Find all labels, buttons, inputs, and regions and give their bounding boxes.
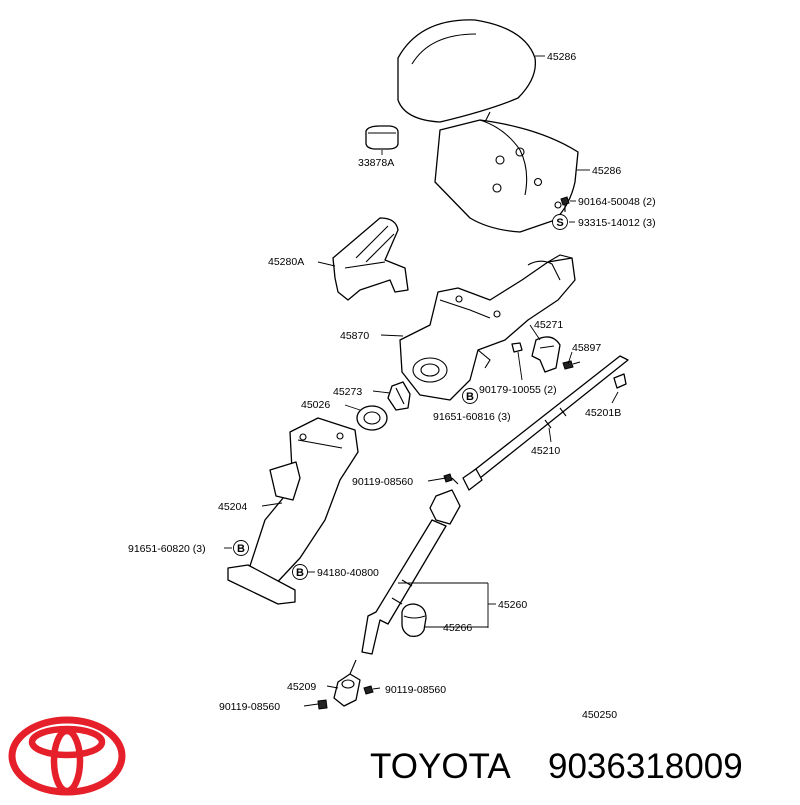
- label-pad: 33878A: [358, 157, 394, 169]
- marker-b-nut: B: [462, 388, 478, 404]
- bolt-lower-left: [303, 699, 328, 710]
- label-grommet: 45026: [301, 399, 330, 411]
- label-bolt-lower-left: 90119-08560: [219, 701, 280, 713]
- bush-45266: [401, 603, 427, 638]
- intermediate-shaft-45260: [361, 519, 447, 655]
- toyota-logo-icon: [8, 716, 126, 796]
- upper-universal-joint: [429, 489, 461, 525]
- svg-text:S: S: [556, 217, 563, 229]
- svg-text:B: B: [296, 567, 304, 579]
- svg-text:B: B: [466, 391, 474, 403]
- upper-column-cover: [397, 19, 537, 123]
- marker-s-screw: S: [552, 214, 568, 230]
- bracket-45201b: [613, 373, 627, 389]
- clamp-45271: [531, 336, 561, 373]
- bracket-45280a: [332, 217, 409, 301]
- pad-part: [365, 125, 399, 150]
- screw-90164: [560, 196, 570, 212]
- label-bracket-45201b: 45201B: [585, 407, 621, 419]
- label-bolt-91651-60816: 91651-60816 (3): [433, 411, 511, 423]
- label-seal: 45273: [333, 386, 362, 398]
- label-main-shaft: 45210: [531, 445, 560, 457]
- label-screw-93315: 93315-14012 (3): [578, 217, 656, 229]
- label-reference-number: 450250: [582, 709, 617, 721]
- label-upper-cover: 45286: [547, 51, 576, 63]
- label-clamp: 45271: [534, 319, 563, 331]
- part-number: 9036318009: [548, 747, 743, 786]
- marker-b-left: B: [233, 540, 249, 556]
- label-lower-joint: 45209: [287, 681, 316, 693]
- lower-universal-joint: [333, 659, 361, 707]
- label-column-support: 45870: [340, 330, 369, 342]
- column-tube-45204: [227, 417, 359, 605]
- label-bolt-upper: 90119-08560: [352, 476, 413, 488]
- label-screw-90164: 90164-50048 (2): [578, 196, 656, 208]
- label-bolt-94180: 94180-40800: [317, 567, 379, 579]
- bolt-45897: [562, 360, 581, 370]
- label-nut-90179: 90179-10055 (2): [479, 384, 557, 396]
- brand-name: TOYOTA: [370, 747, 511, 786]
- grommet-45026: [356, 405, 388, 431]
- main-shaft-45210: [462, 355, 629, 491]
- seal-45273: [387, 381, 411, 411]
- label-bolt-45897: 45897: [572, 342, 601, 354]
- bolt-upper-joint: [443, 473, 459, 485]
- label-bolt-91651-60820: 91651-60820 (3): [128, 543, 206, 555]
- column-support-bracket: [399, 254, 576, 401]
- marker-b-lower: B: [292, 564, 308, 580]
- label-bolt-lower-right: 90119-08560: [385, 684, 446, 696]
- label-column-tube: 45204: [218, 501, 247, 513]
- nut-90179: [511, 342, 523, 353]
- label-lower-cover: 45286: [592, 165, 621, 177]
- svg-text:B: B: [237, 543, 245, 555]
- label-bush: 45266: [443, 622, 472, 634]
- label-intermediate-shaft: 45260: [498, 599, 527, 611]
- leader-lines: [224, 55, 619, 689]
- bolt-lower-right: [363, 685, 381, 695]
- label-bracket-45280a: 45280A: [268, 256, 304, 268]
- lower-column-cover: [434, 111, 579, 233]
